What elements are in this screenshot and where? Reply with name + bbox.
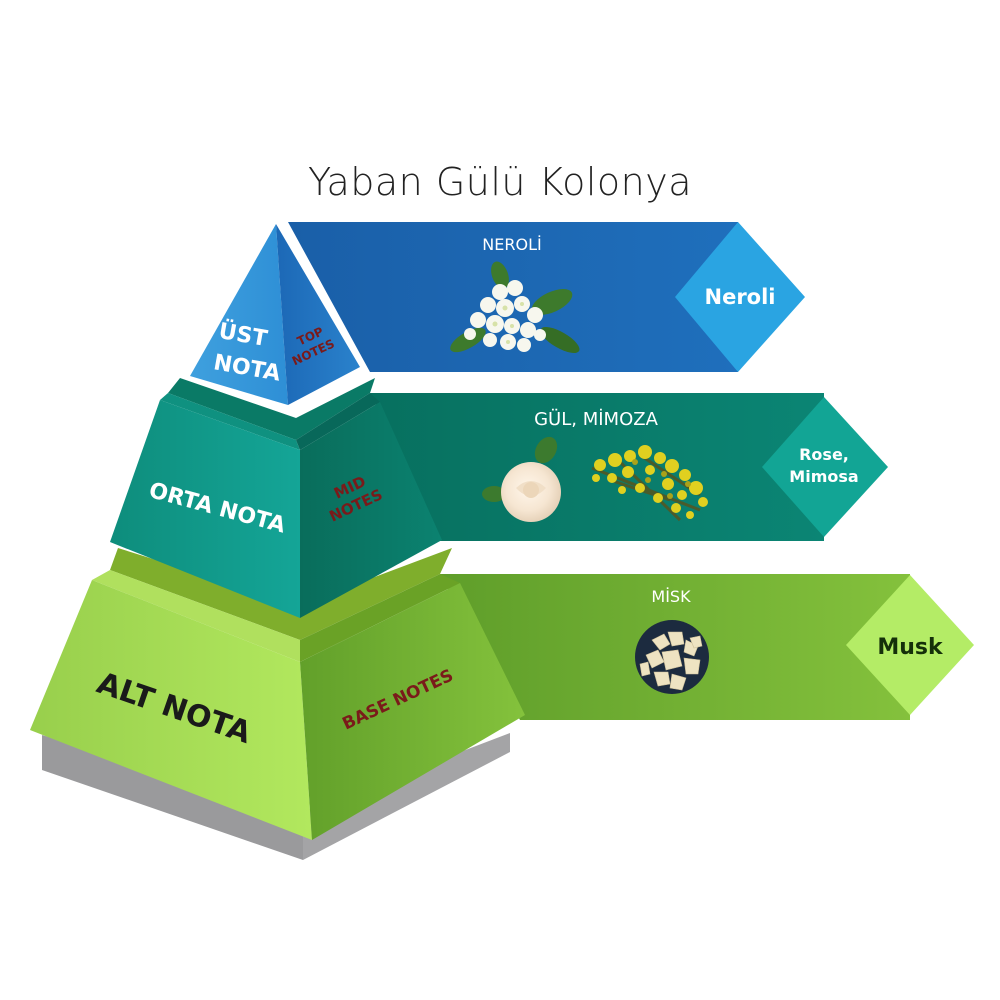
mid-tier: ORTA NOTA MID NOTES bbox=[110, 378, 442, 618]
mid-badge-label-line1: Rose, bbox=[799, 445, 849, 464]
white-rose-image bbox=[482, 436, 561, 522]
base-tier: ALT NOTA BASE NOTES bbox=[30, 548, 525, 840]
page-title: Yaban Gülü Kolonya bbox=[307, 160, 693, 204]
base-notes-band: Musk MİSK bbox=[440, 574, 974, 720]
mid-notes-badge bbox=[762, 397, 888, 537]
neroli-flower-image bbox=[450, 261, 580, 353]
mimosa-sprig-image bbox=[591, 445, 708, 522]
top-notes-band: Neroli NEROLİ bbox=[288, 222, 805, 372]
base-band-title: MİSK bbox=[651, 587, 691, 606]
top-badge-label: Neroli bbox=[705, 285, 776, 309]
top-notes-badge bbox=[675, 222, 805, 372]
base-notes-badge bbox=[846, 575, 974, 715]
mid-notes-band: Rose, Mimosa GÜL, MİMOZA bbox=[370, 393, 888, 541]
mid-band-title: GÜL, MİMOZA bbox=[534, 408, 658, 430]
mid-badge-label-line2: Mimosa bbox=[789, 467, 858, 486]
base-badge-label: Musk bbox=[877, 635, 944, 660]
top-band-title: NEROLİ bbox=[482, 235, 541, 254]
musk-crystals-image bbox=[635, 620, 709, 694]
top-tier: ÜST NOTA TOP NOTES bbox=[190, 224, 360, 405]
pyramid-shadow bbox=[42, 735, 303, 860]
